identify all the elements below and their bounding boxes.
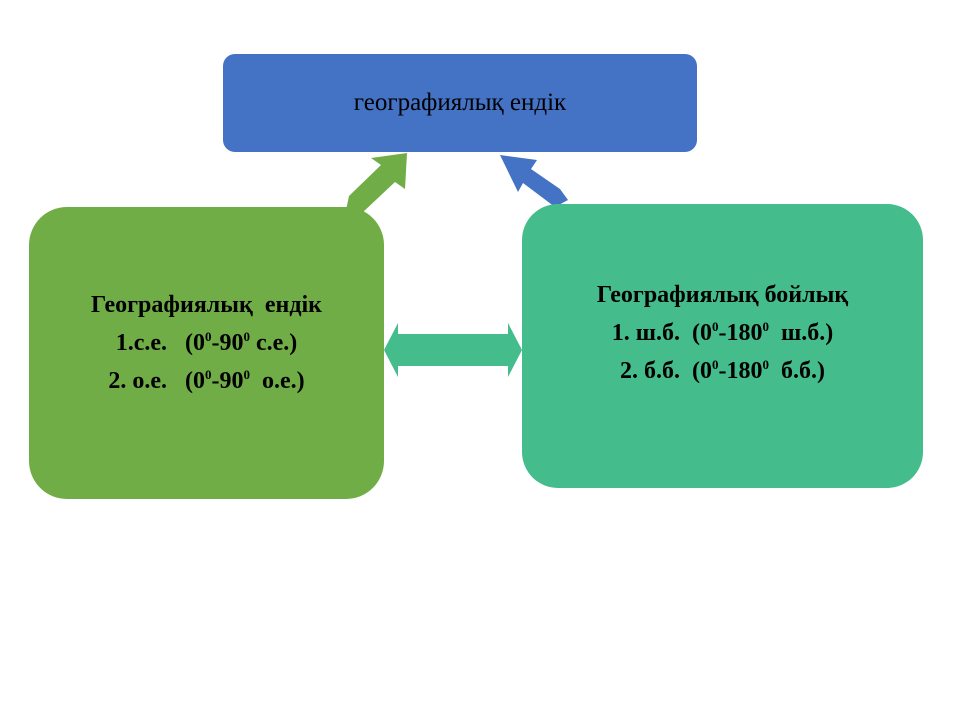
longitude-west-line: 2. б.б. (00-1800 б.б.) (620, 357, 825, 384)
arrow-middle-icon (384, 323, 522, 377)
latitude-node: Географиялық ендік 1.с.е. (00-900 с.е.) … (29, 207, 384, 499)
longitude-node: Географиялық бойлық 1. ш.б. (00-1800 ш.б… (522, 204, 923, 488)
arrow-top-right-icon (500, 155, 568, 207)
latitude-title: Географиялық ендік (91, 292, 322, 318)
arrow-top-left-icon (346, 153, 407, 213)
latitude-north-line: 1.с.е. (00-900 с.е.) (115, 329, 298, 356)
top-node-label: географиялық ендік (353, 89, 567, 116)
longitude-east-line: 1. ш.б. (00-1800 ш.б.) (611, 319, 834, 346)
top-node: географиялық ендік (223, 54, 697, 152)
longitude-title: Географиялық бойлық (596, 282, 849, 308)
latitude-south-line: 2. о.е. (00-900 о.е.) (108, 367, 305, 394)
